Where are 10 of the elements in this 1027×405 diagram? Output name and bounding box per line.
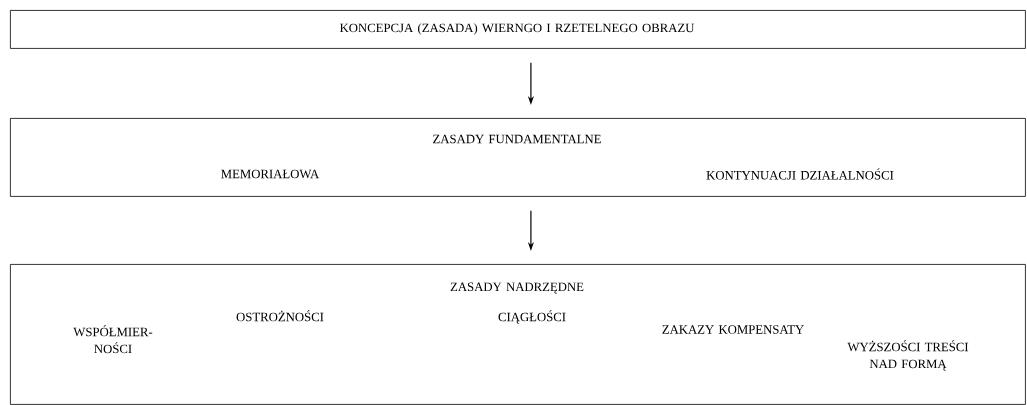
box-text: ZASADY NADRZĘDNE: [450, 282, 584, 294]
box-text: WYŻSZOŚCI TREŚCI NAD FORMĄ: [847, 340, 969, 371]
box-text: ZAKAZY KOMPENSATY: [662, 325, 804, 334]
box-text: ZASADY FUNDAMENTALNE: [433, 134, 601, 144]
box-text: KONCEPCJA (ZASADA) WIERNGO I RZETELNEGO OBRAZU: [339, 23, 695, 35]
box-text: WSPÓŁMIER- NOŚCI: [73, 325, 153, 354]
box-text: MEMORIAŁOWA: [221, 169, 320, 179]
box-text: CIĄGŁOŚCI: [498, 310, 566, 324]
box-text: OSTROŻNOŚCI: [236, 310, 324, 322]
box-text: KONTYNUACJI DZIAŁALNOŚCI: [706, 168, 894, 180]
